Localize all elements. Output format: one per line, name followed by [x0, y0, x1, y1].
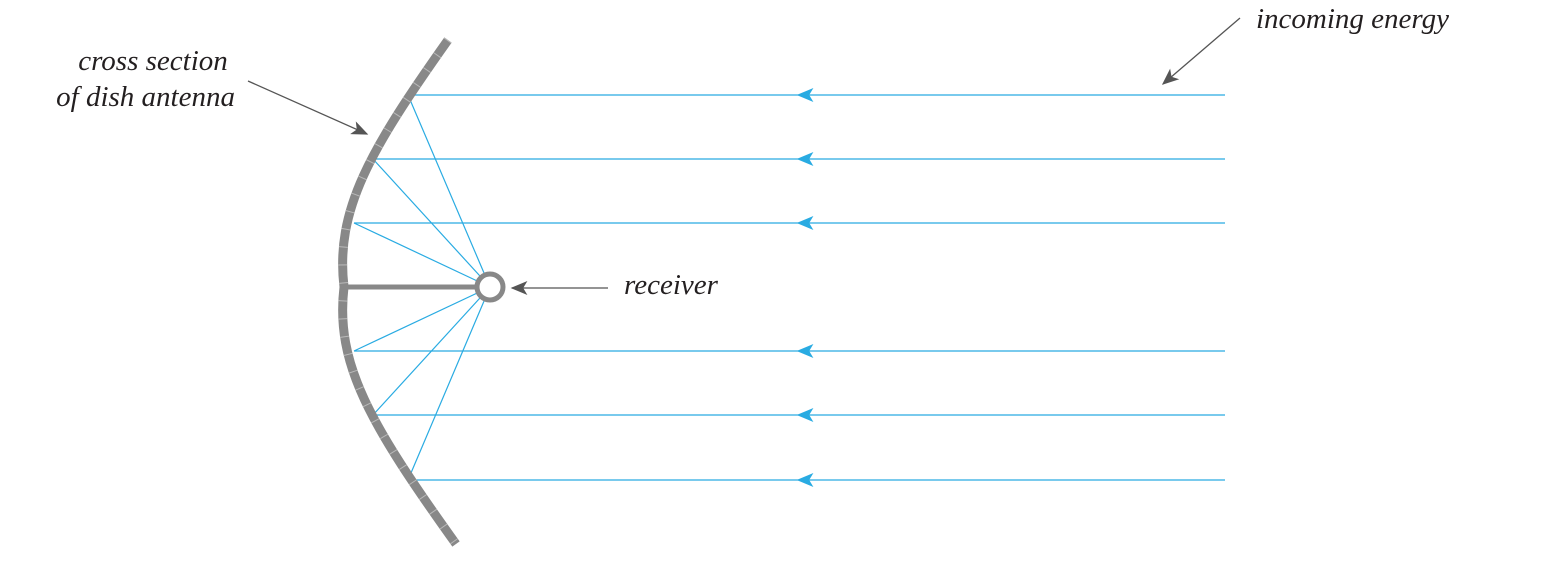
dish-label: cross section of dish antenna [56, 45, 235, 113]
dish-label-line-1: cross section [78, 45, 228, 77]
receiver-icon [474, 271, 506, 303]
reflected-ray [353, 286, 491, 352]
dish-pointer-arrow [247, 80, 369, 135]
reflected-ray [407, 94, 491, 288]
dish-cross-section [338, 37, 460, 547]
ray-arrowheads [796, 88, 830, 487]
reflected-ray [407, 286, 491, 481]
receiver-label: receiver [624, 269, 719, 301]
incoming-pointer-arrow [1161, 17, 1241, 85]
reflected-ray [353, 222, 491, 288]
incoming-energy-label: incoming energy [1256, 3, 1449, 35]
dish-label-line-2: of dish antenna [56, 81, 235, 113]
